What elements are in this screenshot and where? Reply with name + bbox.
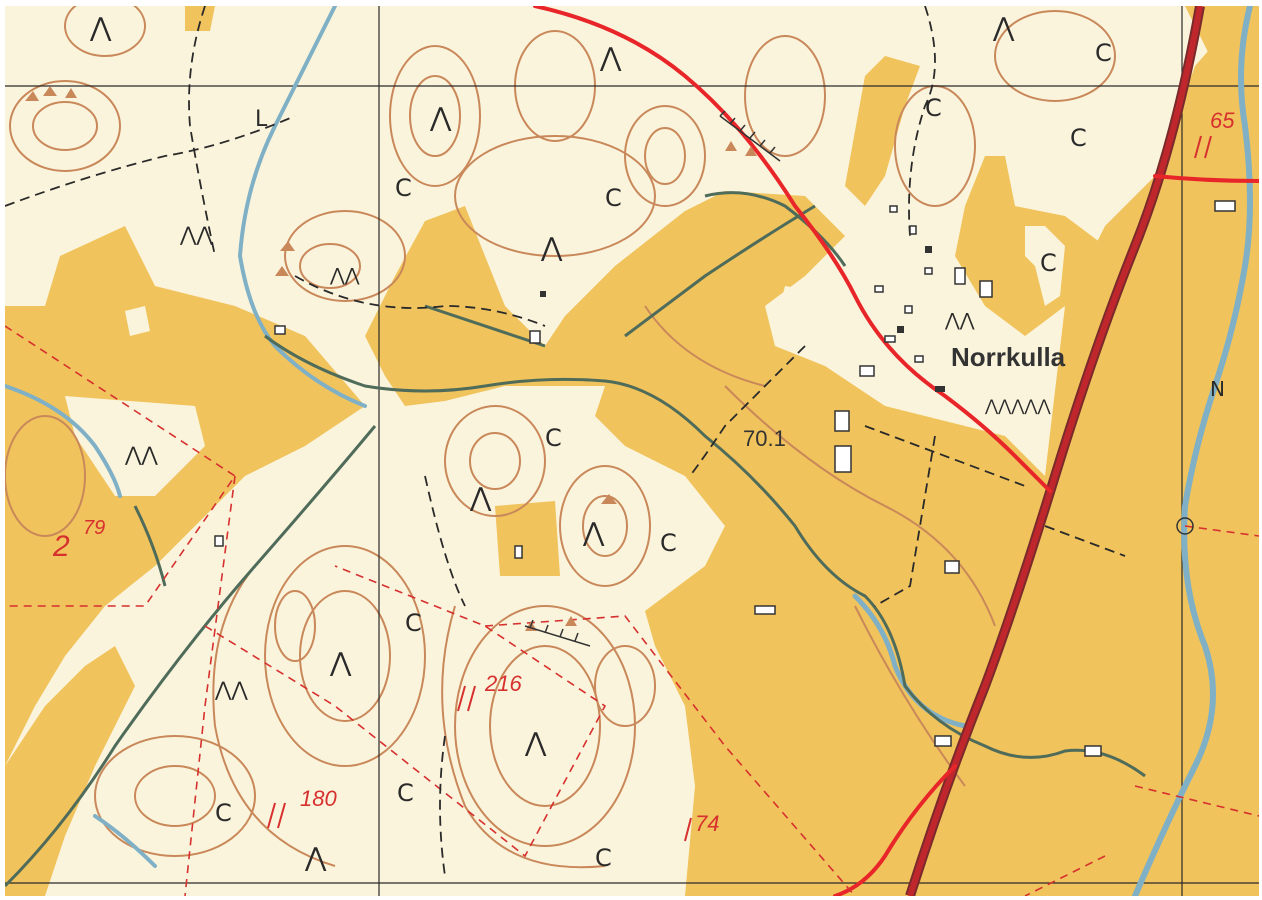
elevation-triangle-symbol — [565, 616, 577, 626]
building-symbol — [859, 365, 875, 377]
elevation-triangle-symbol — [725, 141, 737, 151]
boulder-symbol: C — [605, 184, 622, 212]
boulder-symbol: C — [1070, 124, 1087, 152]
parcel-number: 216 — [484, 671, 522, 696]
parcel-number: 74 — [695, 811, 719, 836]
elevation-triangle-symbol — [275, 266, 289, 276]
conifer-forest-symbol: ⋀⋀⋀⋀⋀ — [984, 396, 1052, 415]
elevation-triangle-symbol — [25, 91, 39, 101]
boulder-symbol: C — [660, 529, 677, 557]
conifer-forest-symbol: ⋀ — [329, 648, 352, 678]
conifer-forest-symbol: ⋀⋀ — [944, 310, 975, 331]
elevation-triangle-symbol — [280, 241, 295, 251]
ditch-lines — [5, 191, 1146, 888]
road-east — [1153, 174, 1259, 183]
elevation-triangle-symbol — [43, 86, 57, 96]
parcel-number: 79 — [83, 517, 105, 539]
building-symbol — [1084, 745, 1102, 757]
elevation-triangle-symbol — [601, 494, 617, 504]
conifer-forest-symbol: ⋀ — [429, 103, 452, 133]
conifer-forest-symbol: ⋀⋀ — [329, 265, 360, 286]
parcel-number: 65 — [1210, 108, 1235, 133]
building-symbol — [924, 267, 933, 275]
conifer-forest-symbol: ⋀ — [469, 483, 492, 513]
secondary-roads — [533, 6, 1259, 896]
building-symbol — [1214, 200, 1236, 212]
conifer-forest-symbol: ⋀ — [540, 233, 563, 263]
buildings — [214, 200, 1236, 757]
building-symbol — [884, 335, 896, 343]
embankments — [524, 110, 781, 647]
conifer-forest-symbol: ⋀⋀ — [124, 442, 158, 466]
stream-bottom-left — [93, 814, 157, 868]
elevation-triangle-symbol — [745, 146, 757, 156]
field-area-west — [5, 226, 365, 766]
conifer-forest-symbol: ⋀⋀ — [179, 222, 213, 246]
building-symbol — [934, 735, 952, 747]
footpaths — [5, 6, 1126, 877]
contour-lines — [5, 6, 1116, 869]
parcel-number: 2 — [52, 530, 70, 563]
conifer-forest-symbol: ⋀ — [89, 13, 112, 43]
building-symbol — [904, 305, 913, 314]
boulder-symbol: C — [405, 609, 422, 637]
stream-river-east — [1132, 6, 1253, 896]
elevation-triangle-symbol — [65, 88, 77, 98]
deciduous-forest-symbol: N — [1210, 377, 1225, 401]
elevation-triangles — [25, 86, 757, 631]
boulder-symbol: C — [1040, 249, 1057, 277]
boulder-symbol: C — [925, 94, 942, 122]
road-northwest — [533, 6, 1052, 493]
water-features — [5, 6, 1253, 896]
building-symbol — [274, 325, 286, 335]
boulder-symbol: C — [215, 799, 232, 827]
field-area-hill-clearing — [495, 501, 560, 576]
stream-southwest — [5, 384, 122, 498]
parcel-tick-marks — [267, 135, 1212, 842]
conifer-forest-symbol: ⋀ — [304, 843, 327, 873]
stream-northwest — [237, 6, 367, 408]
place-label: Norrkulla — [951, 342, 1066, 372]
building-symbol — [889, 205, 898, 213]
field-area-northeast — [845, 56, 920, 206]
spot-height-label: 70.1 — [743, 426, 786, 451]
road-south — [833, 764, 957, 896]
building-symbol — [834, 445, 852, 473]
building-symbol — [834, 410, 850, 432]
parcel-number: 180 — [300, 786, 337, 811]
dark-buildings — [540, 246, 945, 392]
building-symbol — [754, 605, 776, 615]
building-symbol — [514, 545, 523, 559]
deciduous-forest-symbol: L — [255, 107, 268, 132]
boulder-symbol: C — [595, 844, 612, 872]
property-boundaries — [5, 325, 1259, 896]
building-symbol — [954, 267, 966, 285]
building-symbol — [874, 285, 884, 293]
building-symbol — [214, 535, 224, 547]
building-symbol — [944, 560, 960, 574]
white-clearings — [65, 226, 1065, 496]
conifer-forest-symbol: ⋀ — [599, 43, 622, 73]
map-canvas[interactable]: ⋀ ⋀ ⋀ ⋀ ⋀ ⋀⋀ ⋀⋀ ⋀⋀ ⋀ ⋀ ⋀ ⋀⋀ ⋀ ⋀ ⋀⋀ ⋀⋀⋀⋀⋀… — [5, 6, 1259, 896]
field-area-southwest — [5, 646, 135, 896]
conifer-forest-symbol: ⋀ — [992, 13, 1015, 43]
vegetation-symbols: ⋀ ⋀ ⋀ ⋀ ⋀ ⋀⋀ ⋀⋀ ⋀⋀ ⋀ ⋀ ⋀ ⋀⋀ ⋀ ⋀ ⋀⋀ ⋀⋀⋀⋀⋀… — [89, 13, 1225, 873]
field-area-north-center — [185, 6, 215, 31]
well-symbol — [1176, 517, 1194, 535]
boulder-symbol: C — [397, 779, 414, 807]
boulder-symbol: C — [1095, 39, 1112, 67]
building-symbol — [909, 225, 917, 235]
boulder-symbol: C — [545, 424, 562, 452]
building-symbol — [529, 330, 541, 344]
conifer-forest-symbol: ⋀ — [524, 728, 547, 758]
conifer-forest-symbol: ⋀ — [582, 518, 605, 548]
boulder-symbol: C — [395, 174, 412, 202]
boulder-symbols: C C C C C C C C C C C C — [215, 39, 1112, 872]
building-symbol — [914, 355, 924, 363]
building-symbol — [979, 280, 993, 298]
parcel-numbers: 2 79 216 180 74 65 — [52, 108, 1235, 836]
stream-south-ditch — [852, 593, 968, 729]
conifer-forest-symbol: ⋀⋀ — [214, 677, 248, 701]
